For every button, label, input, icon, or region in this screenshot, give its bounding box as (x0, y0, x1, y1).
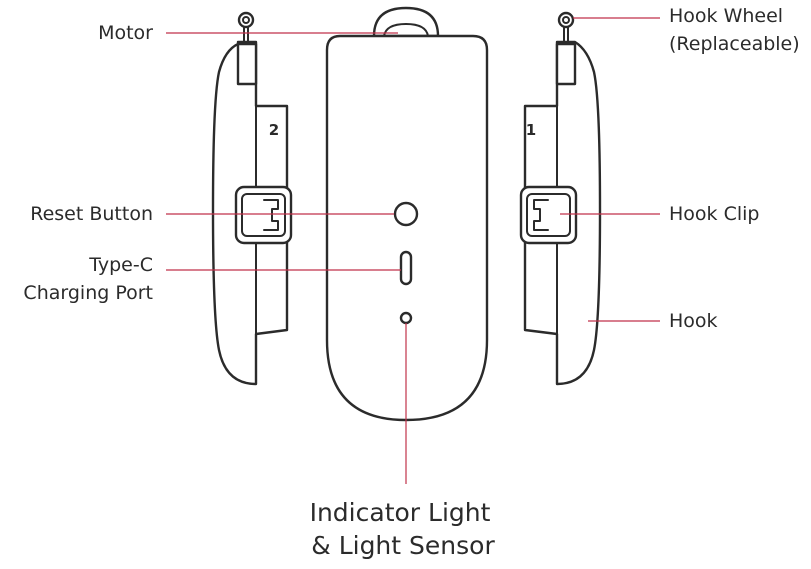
right-hook: 1 (519, 11, 602, 386)
left-hook-clip-inner (241, 193, 286, 237)
left-hook-wheel-hub (242, 16, 250, 24)
motor-dome (372, 6, 440, 38)
hook-clip-label: Hook Clip (669, 203, 759, 225)
right-hook-clip-inner (526, 193, 571, 237)
reset-button-label: Reset Button (30, 203, 153, 225)
type-c-port (399, 250, 413, 286)
main-body (325, 6, 489, 422)
left-hook: 2 (211, 11, 293, 386)
indicator-label-line1: Indicator Light (310, 498, 491, 527)
reset-button[interactable] (393, 201, 419, 227)
right-hook-wheel (557, 11, 575, 29)
left-hook-number: 2 (269, 121, 279, 139)
left-hook-clip-notch (263, 199, 279, 231)
hook-label: Hook (669, 310, 718, 332)
body-shell (325, 34, 489, 422)
left-hook-stem (236, 42, 258, 86)
indicator-label-line2: & Light Sensor (311, 531, 495, 560)
motor-label: Motor (98, 22, 153, 44)
motor-dome-inner (383, 23, 429, 37)
leader-lines (166, 17, 660, 484)
indicator-light (399, 311, 413, 325)
labels: Motor Reset Button Type-C Charging Port … (23, 5, 799, 560)
left-hook-wheel (237, 11, 255, 29)
right-hook-clip-notch (533, 199, 549, 231)
type-c-label-line1: Type-C (88, 254, 153, 276)
right-hook-number: 1 (526, 121, 536, 139)
hook-wheel-label-line2: (Replaceable) (669, 33, 800, 55)
right-hook-wheel-hub (562, 16, 570, 24)
right-hook-stem (555, 42, 577, 86)
type-c-label-line2: Charging Port (23, 282, 153, 304)
hook-wheel-label-line1: Hook Wheel (669, 5, 783, 27)
